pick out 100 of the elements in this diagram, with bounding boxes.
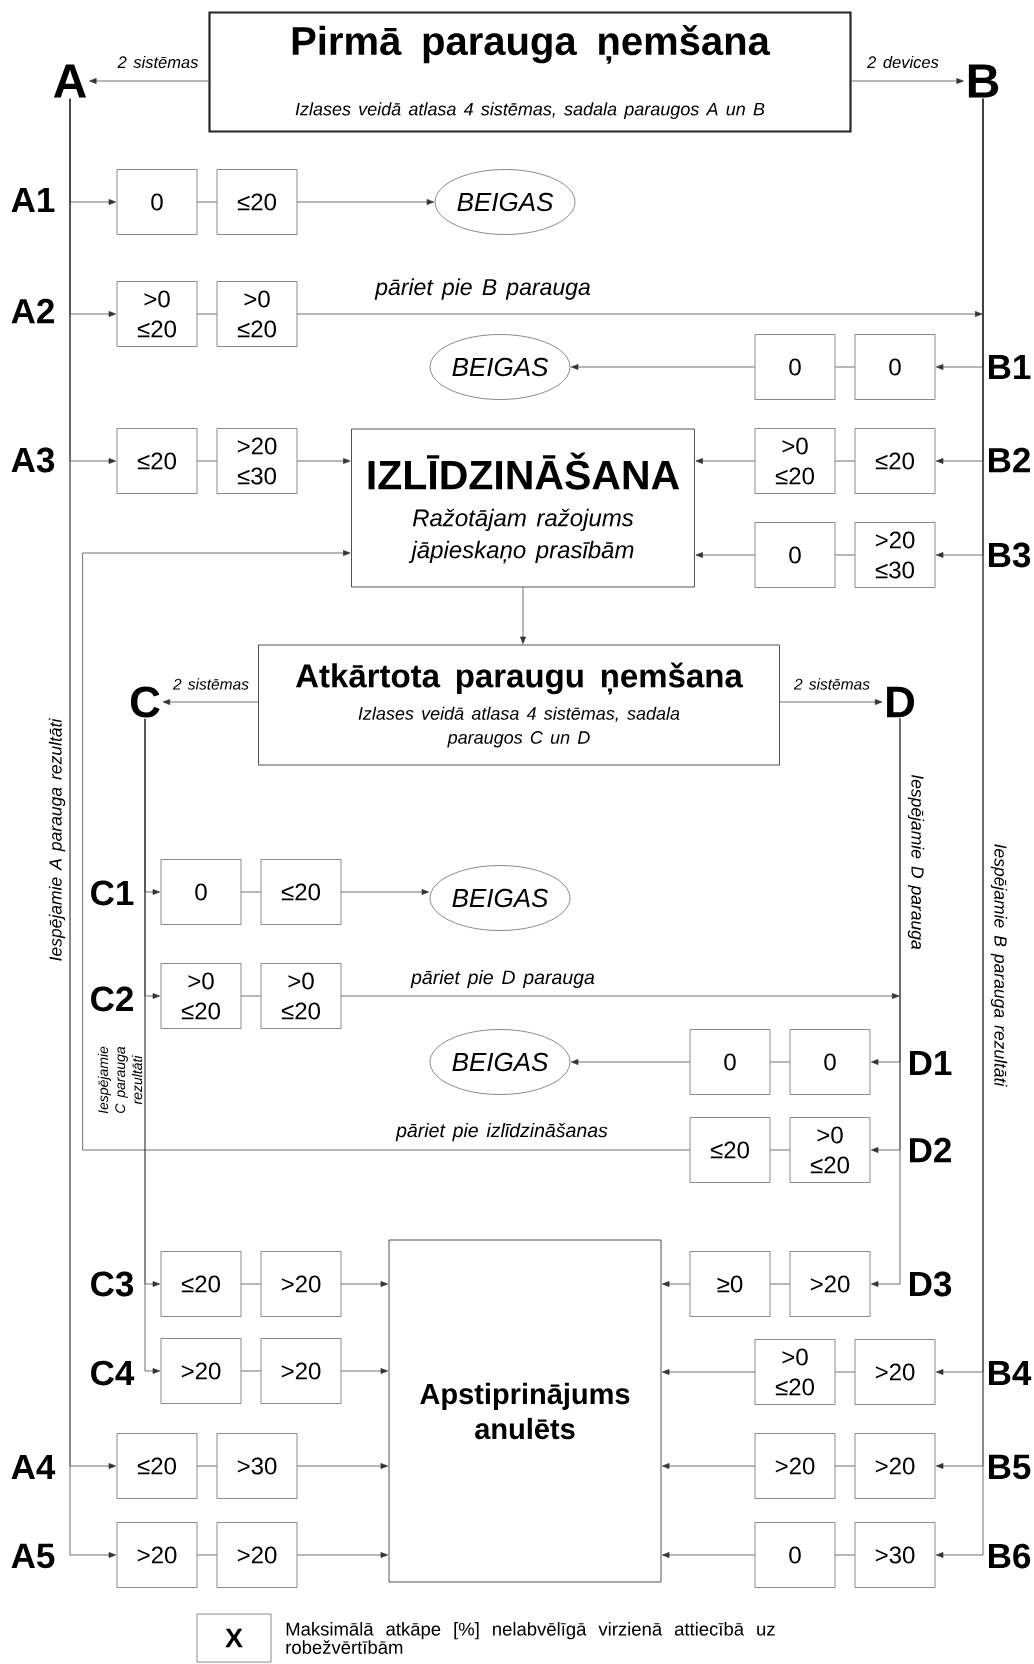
vertical-label: Iespējamie A parauga rezultāti <box>48 718 66 961</box>
arrow <box>520 587 526 644</box>
value-box: 0 <box>789 1029 871 1095</box>
row-label: B4 <box>989 1360 1032 1386</box>
edge-label: 2 sistēmas <box>172 678 249 690</box>
connector-line <box>197 1554 217 1556</box>
arrow <box>341 889 429 895</box>
row-label: D3 <box>910 1271 952 1297</box>
row-label: D2 <box>910 1137 951 1163</box>
connector-line <box>241 1283 261 1285</box>
row-label: B6 <box>989 1543 1031 1569</box>
value-box: 0 <box>754 1522 836 1588</box>
value-box: >30 <box>216 1433 298 1499</box>
row-label: C2 <box>91 986 133 1012</box>
value-box: >20 <box>260 1338 342 1404</box>
result-box: Apstiprinājums anulēts <box>388 1239 662 1583</box>
connector-line <box>241 1370 261 1372</box>
edge-label: 2 sistēmas <box>117 55 199 69</box>
sample-letter: D <box>887 686 915 718</box>
arrow <box>341 993 900 999</box>
arrow <box>341 1368 388 1374</box>
value-box: >0 ≤20 <box>160 963 242 1029</box>
value-box: >20 ≤30 <box>854 522 936 588</box>
vertical-label: Iespējamie B parauga rezultāti <box>990 844 1008 1087</box>
arrow <box>297 199 434 205</box>
arrow <box>695 552 755 558</box>
value-box: >0 ≤20 <box>789 1117 871 1183</box>
value-box: ≤20 <box>116 1433 198 1499</box>
arrow <box>695 458 755 464</box>
process-box: Atkārtota paraugu ņemšana Izlases veidā atlasa 4 sistēmas, sadala paraugos C un D <box>258 644 780 766</box>
value-box: >20 ≤30 <box>216 428 298 494</box>
connector-line <box>835 1554 855 1556</box>
row-label: D1 <box>910 1050 952 1076</box>
value-box: >0 ≤20 <box>260 963 342 1029</box>
row-label: C3 <box>91 1271 134 1297</box>
edge-label: pāriet pie D parauga <box>410 969 595 989</box>
arrow <box>341 1281 388 1287</box>
arrow <box>779 699 883 705</box>
vertical-label: Iespējamie C parauga rezultāti <box>97 1046 143 1114</box>
arrow <box>89 78 209 84</box>
arrow <box>571 364 755 370</box>
row-label: A5 <box>11 1543 55 1569</box>
connector-line <box>241 995 261 997</box>
value-box: >0 ≤20 <box>754 1339 836 1405</box>
row-label: B3 <box>989 542 1031 568</box>
edge-label: 2 sistēmas <box>793 678 870 690</box>
title-box: Pirmā parauga ņemšana Izlases veidā atlasa 4 sistēmas, sadala paraugos A un B <box>208 11 852 133</box>
value-box: >0 ≤20 <box>216 281 298 347</box>
arrow <box>297 1463 388 1469</box>
value-box: ≤20 <box>160 1251 242 1317</box>
value-box: 0 <box>754 522 836 588</box>
value-box: ≤20 <box>116 428 198 494</box>
arrow <box>82 550 690 1151</box>
value-box: >20 <box>260 1251 342 1317</box>
connector-line <box>770 1283 790 1285</box>
connector-line <box>835 460 855 462</box>
arrow <box>297 1552 388 1558</box>
row-label: A4 <box>11 1454 56 1480</box>
value-box: 0 <box>160 859 242 925</box>
row-label: B1 <box>989 354 1031 380</box>
value-box: ≤20 <box>689 1117 771 1183</box>
row-label: B2 <box>989 447 1030 473</box>
vertical-label: Iespējamie D parauga <box>907 774 925 950</box>
value-box: ≤20 <box>854 428 936 494</box>
arrow <box>871 718 901 1287</box>
arrow <box>662 1463 755 1469</box>
row-label: A2 <box>11 298 54 324</box>
value-box: >0 ≤20 <box>754 428 836 494</box>
value-box: >20 <box>854 1339 936 1405</box>
value-box: ≥0 <box>689 1251 771 1317</box>
value-box: ≤20 <box>260 859 342 925</box>
edge-label: 2 devices <box>867 55 939 69</box>
value-box: 0 <box>754 334 836 400</box>
value-box: 0 <box>689 1029 771 1095</box>
connector-line <box>197 1465 217 1467</box>
sample-letter: B <box>968 64 999 98</box>
row-label: B5 <box>989 1454 1031 1480</box>
row-label: A1 <box>11 187 55 213</box>
connector-line <box>770 1149 790 1151</box>
value-box: 0 <box>116 169 198 235</box>
arrow <box>297 311 983 317</box>
value-box: >20 <box>754 1433 836 1499</box>
connector-line <box>835 1465 855 1467</box>
edge-label: pāriet pie B parauga <box>374 278 590 300</box>
connector-line <box>770 1061 790 1063</box>
arrow <box>662 1369 755 1375</box>
connector-line <box>835 554 855 556</box>
value-box: 0 <box>854 334 936 400</box>
arrow <box>162 699 259 705</box>
connector-line <box>197 460 217 462</box>
connector-line <box>835 1371 855 1373</box>
arrow <box>571 1059 690 1065</box>
process-box: IZLĪDZINĀŠANA Ražotājam ražojums jāpieskaņo prasībām <box>351 428 695 588</box>
arrow <box>297 458 351 464</box>
value-box: >20 <box>789 1251 871 1317</box>
row-label: A3 <box>11 447 55 473</box>
value-box: >20 <box>216 1522 298 1588</box>
value-box: >20 <box>854 1433 936 1499</box>
legend-note: Maksimālā atkāpe [%] nelabvēlīgā virzienā attiecībā uz robežvērtībām <box>286 1622 775 1654</box>
value-box: >0 ≤20 <box>116 281 198 347</box>
